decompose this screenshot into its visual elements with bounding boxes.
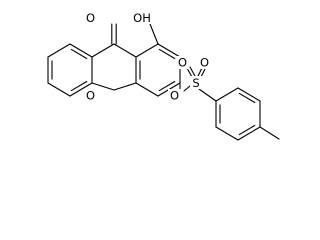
bond-sulfur-aryl [198,88,217,102]
ring-oxygen-label-bg [84,89,97,102]
sulfonyl-oxygen-2-label-bg [198,56,211,69]
bond-sulfonyl-1b [189,66,196,77]
bond-sulfonyl-2a [197,67,203,77]
bond-hydroxyl [149,23,159,45]
bond-sulfonyl-2b [200,68,206,78]
atom-labels: O OH O O S O O [84,11,211,103]
ester-oxygen-label: O [170,89,179,103]
bond-left-ring-2 [69,43,93,58]
bond-tolyl-ring-2 [237,87,261,102]
sulfonyl-oxygen-2-label: O [200,56,209,70]
bond-center-2 [113,43,137,58]
bond-left-ring-1 [47,43,71,58]
ester-oxygen-label-bg [168,89,181,102]
bond-tolyl-inner-2 [238,124,256,136]
hydroxyl-label-bg [131,11,153,24]
bond-tolyl-inner-1 [238,92,256,104]
bond-right-ring-inner-1 [158,48,176,60]
bond-tolyl-ring-4 [237,126,261,141]
bond-ester-2 [183,85,191,92]
sulfur-label: S [192,76,199,90]
sulfonyl-oxygen-1-label: O [178,56,187,70]
ring-oxygen-label: O [86,89,95,103]
bond-center-1 [91,43,115,58]
bond-methyl [259,126,280,140]
bond-left-ring-4 [69,82,93,97]
sulfur-label-bg [190,76,202,89]
carbonyl-oxygen-label-bg [84,11,97,24]
bond-left-ring-5 [47,82,71,97]
sulfonyl-oxygen-1-label-bg [176,56,189,69]
bond-center-3 [91,82,115,91]
structure-diagram: O OH O O S O O [47,11,280,141]
bond-tolyl-ring-1 [215,87,239,102]
bond-center-4 [113,82,137,91]
bond-right-ring-inner-2 [158,80,176,92]
bond-left-ring-inner-1 [70,48,88,60]
bond-right-ring-5 [135,82,159,97]
bond-sulfonyl-1a [186,67,193,78]
bond-left-ring-inner-2 [70,80,88,92]
bond-tolyl-ring-5 [215,126,239,141]
carbonyl-oxygen-label: O [86,11,95,25]
bond-right-ring-2 [157,43,181,58]
bond-right-ring-1 [135,43,159,58]
hydroxyl-label: OH [133,11,151,25]
bond-lines [47,23,280,141]
